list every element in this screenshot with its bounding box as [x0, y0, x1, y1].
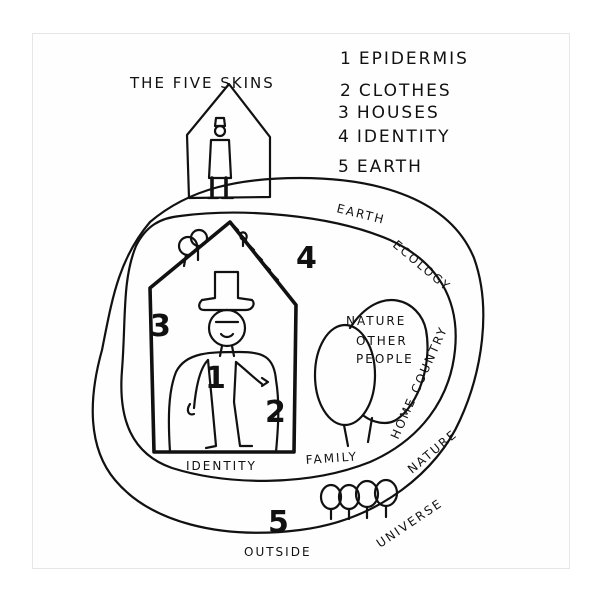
- person-arms: [192, 358, 264, 410]
- small-figure: [206, 116, 235, 200]
- numeral-1-epidermis: 1: [205, 361, 226, 396]
- small-figure-legs: [210, 176, 228, 198]
- person-neck: [218, 344, 236, 358]
- small-sapling: [239, 231, 248, 248]
- label-identity: IDENTITY: [186, 459, 257, 473]
- person-face: [214, 320, 240, 339]
- tall-tree-right: [348, 298, 429, 425]
- small-figure-head: [213, 124, 227, 138]
- person-figure: [186, 270, 270, 450]
- tree-crown: [177, 235, 199, 257]
- person-hand-right: [260, 376, 270, 388]
- label-earth: EARTH: [335, 201, 387, 227]
- small-figure-hat: [213, 116, 227, 128]
- person-hand-left: [186, 402, 196, 416]
- tall-trees: [313, 298, 429, 448]
- small-figure-coat: [207, 138, 233, 180]
- small-tree-trunks: [329, 504, 388, 521]
- diagram-title: THE FIVE SKINS: [129, 74, 275, 92]
- tall-tree-trunks: [342, 416, 374, 448]
- outer-earth-loop: [91, 176, 485, 534]
- numeral-3-houses: 3: [150, 309, 171, 344]
- small-trees-topleft: [177, 228, 248, 268]
- numeral-2-clothes: 2: [265, 395, 286, 430]
- label-nature-inner: NATURE: [346, 314, 406, 328]
- numeral-5-earth: 5: [268, 505, 289, 540]
- inner-identity-loop: [120, 211, 457, 482]
- label-other: OTHER: [356, 334, 408, 348]
- label-ecology: ECOLOGY: [390, 238, 453, 294]
- big-house: [148, 220, 298, 454]
- big-house-roof-hatch: [230, 222, 280, 282]
- label-family: FAMILY: [305, 449, 358, 467]
- big-house-outline: [148, 220, 298, 454]
- label-people: PEOPLE: [356, 352, 414, 366]
- top-hat-icon: [198, 270, 255, 312]
- small-trees-row: [319, 478, 399, 521]
- small-house-outline: [185, 82, 272, 200]
- tree-trunks: [182, 244, 200, 268]
- clothes-outline: [167, 350, 280, 454]
- person-head: [207, 308, 247, 348]
- person-legs: [204, 358, 254, 450]
- numeral-4-identity: 4: [296, 241, 317, 276]
- small-house: [185, 82, 272, 200]
- label-outside: OUTSIDE: [244, 545, 312, 559]
- label-universe: UNIVERSE: [374, 496, 445, 550]
